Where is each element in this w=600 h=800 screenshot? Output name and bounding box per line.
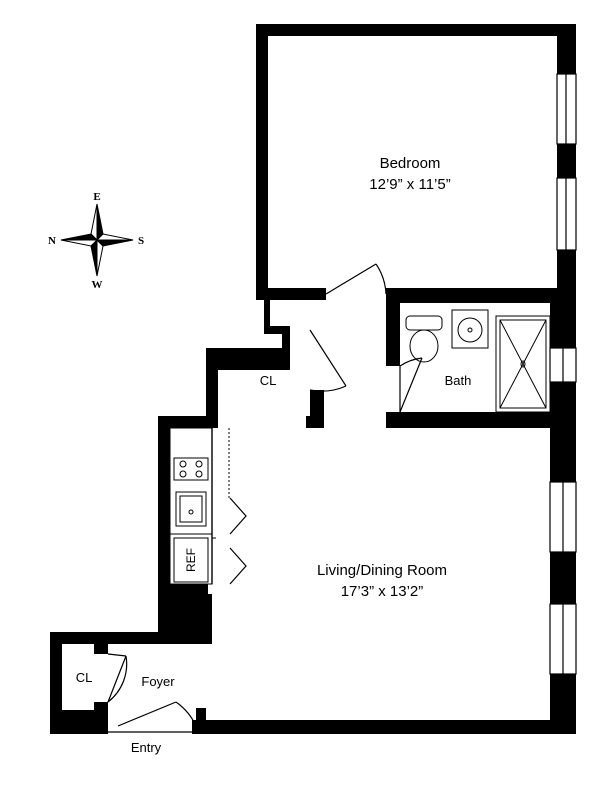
foyer-wall-bottom (196, 708, 206, 734)
bedroom-wall-bottom (256, 288, 326, 300)
sink-icon (175, 491, 207, 527)
foyer-wall-left (50, 632, 62, 734)
bedroom-wall-bottom (386, 288, 576, 303)
foyer-closet-door-swing (107, 655, 128, 703)
compass-south: S (138, 235, 144, 247)
refrigerator-label: REF (184, 548, 198, 572)
living-wall-right (550, 552, 576, 604)
hall-wall (264, 326, 288, 334)
cabinet-door (229, 497, 247, 535)
kitchen-wall-left (158, 416, 170, 636)
entry-door (117, 701, 177, 727)
bedroom-wall-right (557, 24, 576, 74)
walls (50, 24, 576, 734)
foyer-closet-label: CL (76, 670, 93, 685)
refrigerator (173, 537, 209, 583)
bedroom-wall-right (557, 144, 576, 178)
kitchen (169, 427, 230, 585)
bath-fixtures (405, 309, 551, 413)
foyer-label: Foyer (141, 674, 175, 689)
foyer-wall-bottom (50, 710, 100, 734)
shower-icon (495, 315, 551, 413)
bath-sink-icon (451, 309, 489, 349)
doors (100, 263, 423, 733)
foyer-closet-wall (94, 644, 108, 654)
bath-door (399, 357, 423, 413)
hall-wall (264, 300, 270, 330)
entry-door-swing (175, 701, 197, 727)
bedroom-label: Bedroom (380, 155, 441, 172)
compass-north: N (48, 235, 56, 247)
toilet-icon (405, 315, 443, 363)
foyer-closet-wall (94, 702, 108, 734)
living-wall-right (550, 412, 576, 482)
bath-wall-bottom (386, 412, 576, 428)
living-label: Living/Dining Room (317, 562, 447, 579)
bedroom-door (325, 263, 377, 295)
bedroom-wall-top (256, 24, 576, 36)
closet-door-swing (309, 385, 347, 392)
compass-east: E (93, 191, 100, 203)
closet-label: CL (260, 373, 277, 388)
kitchen-wall-pier (194, 594, 212, 642)
foyer-wall-top (50, 632, 212, 644)
bath-door-swing (399, 357, 423, 367)
bedroom-dims: 12’9” x 11’5” (369, 176, 450, 193)
hall-wall (158, 416, 218, 428)
living-wall-bottom (192, 720, 576, 734)
closet-door (309, 329, 347, 387)
entry-label: Entry (131, 740, 162, 755)
compass-west: W (92, 279, 103, 291)
bedroom-wall-left (256, 24, 268, 300)
living-dims: 17’3” x 13’2” (341, 583, 424, 600)
foyer-closet-door (107, 653, 127, 657)
hall-wall (306, 416, 324, 428)
bath-wall-right (550, 288, 576, 348)
bedroom-door-swing (375, 263, 387, 295)
closet-wall-top (206, 348, 290, 370)
closet-wall-left (206, 348, 218, 416)
compass-arrow-icon (60, 203, 134, 277)
bath-label: Bath (445, 373, 472, 388)
foyer-closet-door (107, 655, 127, 703)
stove-icon (173, 457, 209, 481)
compass-rose: E W N S (48, 191, 144, 291)
windows (549, 73, 577, 675)
bath-wall-left (386, 288, 400, 366)
cabinet-door (229, 547, 247, 585)
